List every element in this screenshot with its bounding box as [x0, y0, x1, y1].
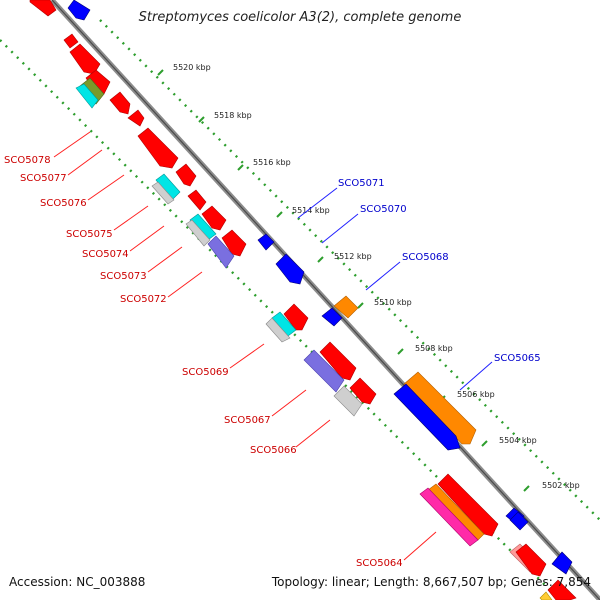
- tick-mark: [357, 302, 364, 309]
- gene-arrow-orange[interactable]: [539, 591, 553, 600]
- gene-arrow-red[interactable]: [515, 543, 547, 577]
- leader-line: [403, 531, 437, 561]
- gene-arrow-red[interactable]: [319, 341, 357, 381]
- tick-labels: 5520 kbp 5518 kbp 5516 kbp 5514 kbp 5512…: [173, 63, 580, 490]
- gene-arrow-blue[interactable]: [275, 253, 305, 285]
- gene-arrow-pink[interactable]: [419, 487, 479, 547]
- tick-label: 5520 kbp: [173, 63, 211, 72]
- gene-arrow-grey[interactable]: [265, 317, 291, 343]
- gene-arrow-red[interactable]: [349, 377, 377, 405]
- accession-label: Accession: NC_003888: [9, 575, 146, 589]
- tick-mark: [237, 164, 244, 171]
- gene-arrow-red[interactable]: [187, 189, 207, 211]
- gene-arrow-blue[interactable]: [321, 307, 343, 327]
- gene-arrow-purple[interactable]: [207, 235, 235, 269]
- topology-label: Topology: linear; Length: 8,667,507 bp; …: [271, 575, 591, 589]
- tick-mark: [397, 348, 404, 355]
- gene-arrow-red[interactable]: [69, 43, 101, 75]
- reverse-label-leaders: [297, 187, 493, 391]
- leader-line: [67, 149, 103, 176]
- tick-label: 5510 kbp: [374, 298, 412, 307]
- gene-arrow-blue[interactable]: [67, 0, 91, 21]
- leader-line: [365, 261, 401, 291]
- forward-genes: [29, 0, 577, 600]
- gene-label[interactable]: SCO5076: [40, 198, 87, 209]
- genome-backbone-highlight: [51, 0, 600, 600]
- tick-label: 5506 kbp: [457, 390, 495, 399]
- gene-arrow-red[interactable]: [127, 109, 145, 127]
- leader-line: [297, 187, 338, 219]
- forward-gene-labels: SCO5078 SCO5077 SCO5076 SCO5075 SCO5074 …: [4, 155, 403, 569]
- tick-mark: [276, 211, 283, 218]
- leader-line: [87, 174, 125, 201]
- gene-arrow-red[interactable]: [29, 0, 57, 17]
- tick-label: 5518 kbp: [214, 111, 252, 120]
- tick-label: 5516 kbp: [253, 158, 291, 167]
- gene-label[interactable]: SCO5078: [4, 155, 51, 166]
- reverse-genes: [67, 0, 573, 575]
- gene-arrow-red[interactable]: [547, 579, 577, 600]
- leader-line: [113, 205, 149, 231]
- gene-arrow-red[interactable]: [201, 205, 227, 231]
- forward-label-leaders: [53, 131, 437, 561]
- gene-label[interactable]: SCO5070: [360, 204, 407, 215]
- gene-arrow-cyan[interactable]: [75, 83, 99, 109]
- gene-label[interactable]: SCO5074: [82, 249, 129, 260]
- gene-arrow-blue[interactable]: [509, 511, 529, 531]
- gene-label[interactable]: SCO5071: [338, 178, 385, 189]
- leader-line: [295, 419, 331, 448]
- map-title: Streptomyces coelicolor A3(2), complete …: [138, 10, 462, 25]
- tick-mark: [317, 256, 324, 263]
- tick-mark: [523, 485, 530, 492]
- gene-arrow-purple[interactable]: [303, 349, 345, 393]
- outer-tick-rail: [99, 19, 600, 521]
- leader-line: [321, 213, 359, 244]
- gene-arrow-red[interactable]: [137, 127, 179, 169]
- gene-label[interactable]: SCO5072: [120, 294, 167, 305]
- gene-label[interactable]: SCO5068: [402, 252, 449, 263]
- gene-arrow-blue[interactable]: [393, 383, 461, 451]
- tick-mark: [198, 116, 205, 123]
- gene-arrow-red[interactable]: [109, 91, 131, 115]
- gene-label[interactable]: SCO5066: [250, 445, 297, 456]
- gene-arrow-blue[interactable]: [257, 233, 275, 251]
- gene-arrow-grey[interactable]: [333, 385, 363, 417]
- gene-label[interactable]: SCO5064: [356, 558, 403, 569]
- gene-arrow-grey[interactable]: [185, 219, 211, 247]
- leader-line: [229, 343, 265, 369]
- tick-label: 5508 kbp: [415, 344, 453, 353]
- tick-label: 5502 kbp: [542, 481, 580, 490]
- gene-arrow-red[interactable]: [221, 229, 247, 257]
- tick-mark: [157, 69, 164, 76]
- reverse-gene-labels: SCO5071 SCO5070 SCO5068 SCO5065: [338, 178, 541, 364]
- gene-label[interactable]: SCO5065: [494, 353, 541, 364]
- leader-line: [459, 361, 493, 391]
- gene-arrow-red[interactable]: [175, 163, 197, 187]
- gene-label[interactable]: SCO5075: [66, 229, 113, 240]
- gene-label[interactable]: SCO5069: [182, 367, 229, 378]
- gene-label[interactable]: SCO5067: [224, 415, 271, 426]
- tick-label: 5504 kbp: [499, 436, 537, 445]
- gene-arrow-orange[interactable]: [333, 295, 359, 319]
- tick-label: 5512 kbp: [334, 252, 372, 261]
- gene-arrow-red[interactable]: [63, 33, 79, 49]
- leader-line: [147, 246, 183, 273]
- tick-marks: [157, 69, 530, 492]
- tick-label: 5514 kbp: [292, 206, 330, 215]
- tick-mark: [481, 440, 488, 447]
- gene-label[interactable]: SCO5073: [100, 271, 147, 282]
- leader-line: [167, 271, 203, 298]
- leader-line: [53, 131, 91, 158]
- gene-label[interactable]: SCO5077: [20, 173, 67, 184]
- gene-arrow-blue[interactable]: [551, 551, 573, 575]
- gene-arrow-grey[interactable]: [151, 181, 175, 205]
- leader-line: [129, 225, 165, 252]
- leader-line: [271, 389, 307, 417]
